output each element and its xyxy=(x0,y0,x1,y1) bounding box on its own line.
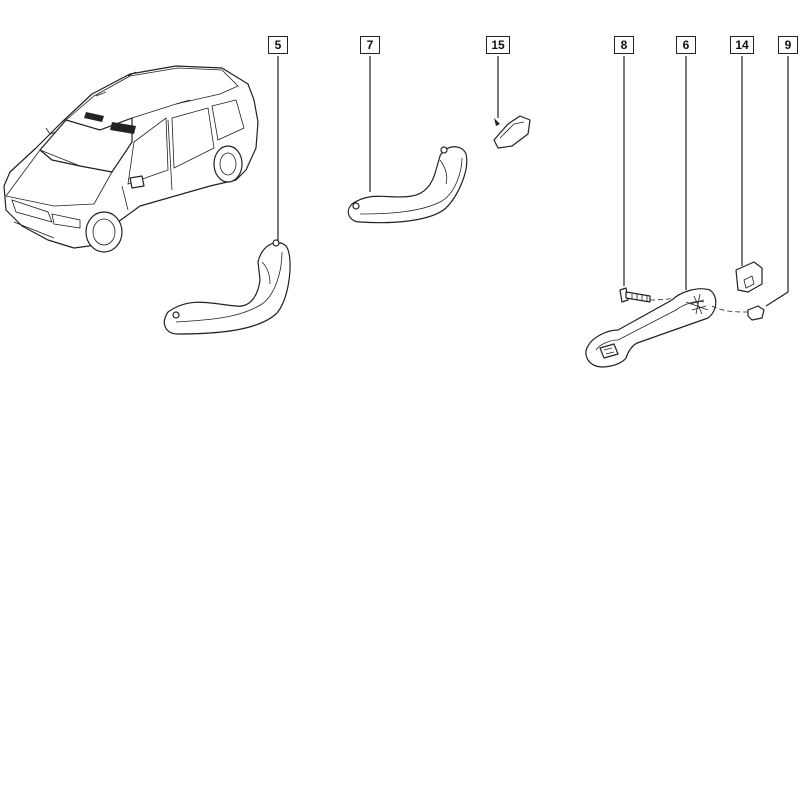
callout-5: 5 xyxy=(268,36,288,54)
car-illustration xyxy=(3,65,259,253)
callout-15: 15 xyxy=(486,36,510,54)
part-7-grab-handle xyxy=(347,56,468,224)
part-9-nut xyxy=(711,56,789,321)
callout-9: 9 xyxy=(778,36,798,54)
part-8-screw xyxy=(619,56,697,303)
callout-7: 7 xyxy=(360,36,380,54)
callout-14: 14 xyxy=(730,36,754,54)
callout-8: 8 xyxy=(614,36,634,54)
part-6-handle xyxy=(585,56,717,368)
part-5-grab-handle xyxy=(163,56,291,335)
callout-6: 6 xyxy=(676,36,696,54)
part-15-cap xyxy=(493,56,531,149)
part-14-clip xyxy=(735,56,763,293)
